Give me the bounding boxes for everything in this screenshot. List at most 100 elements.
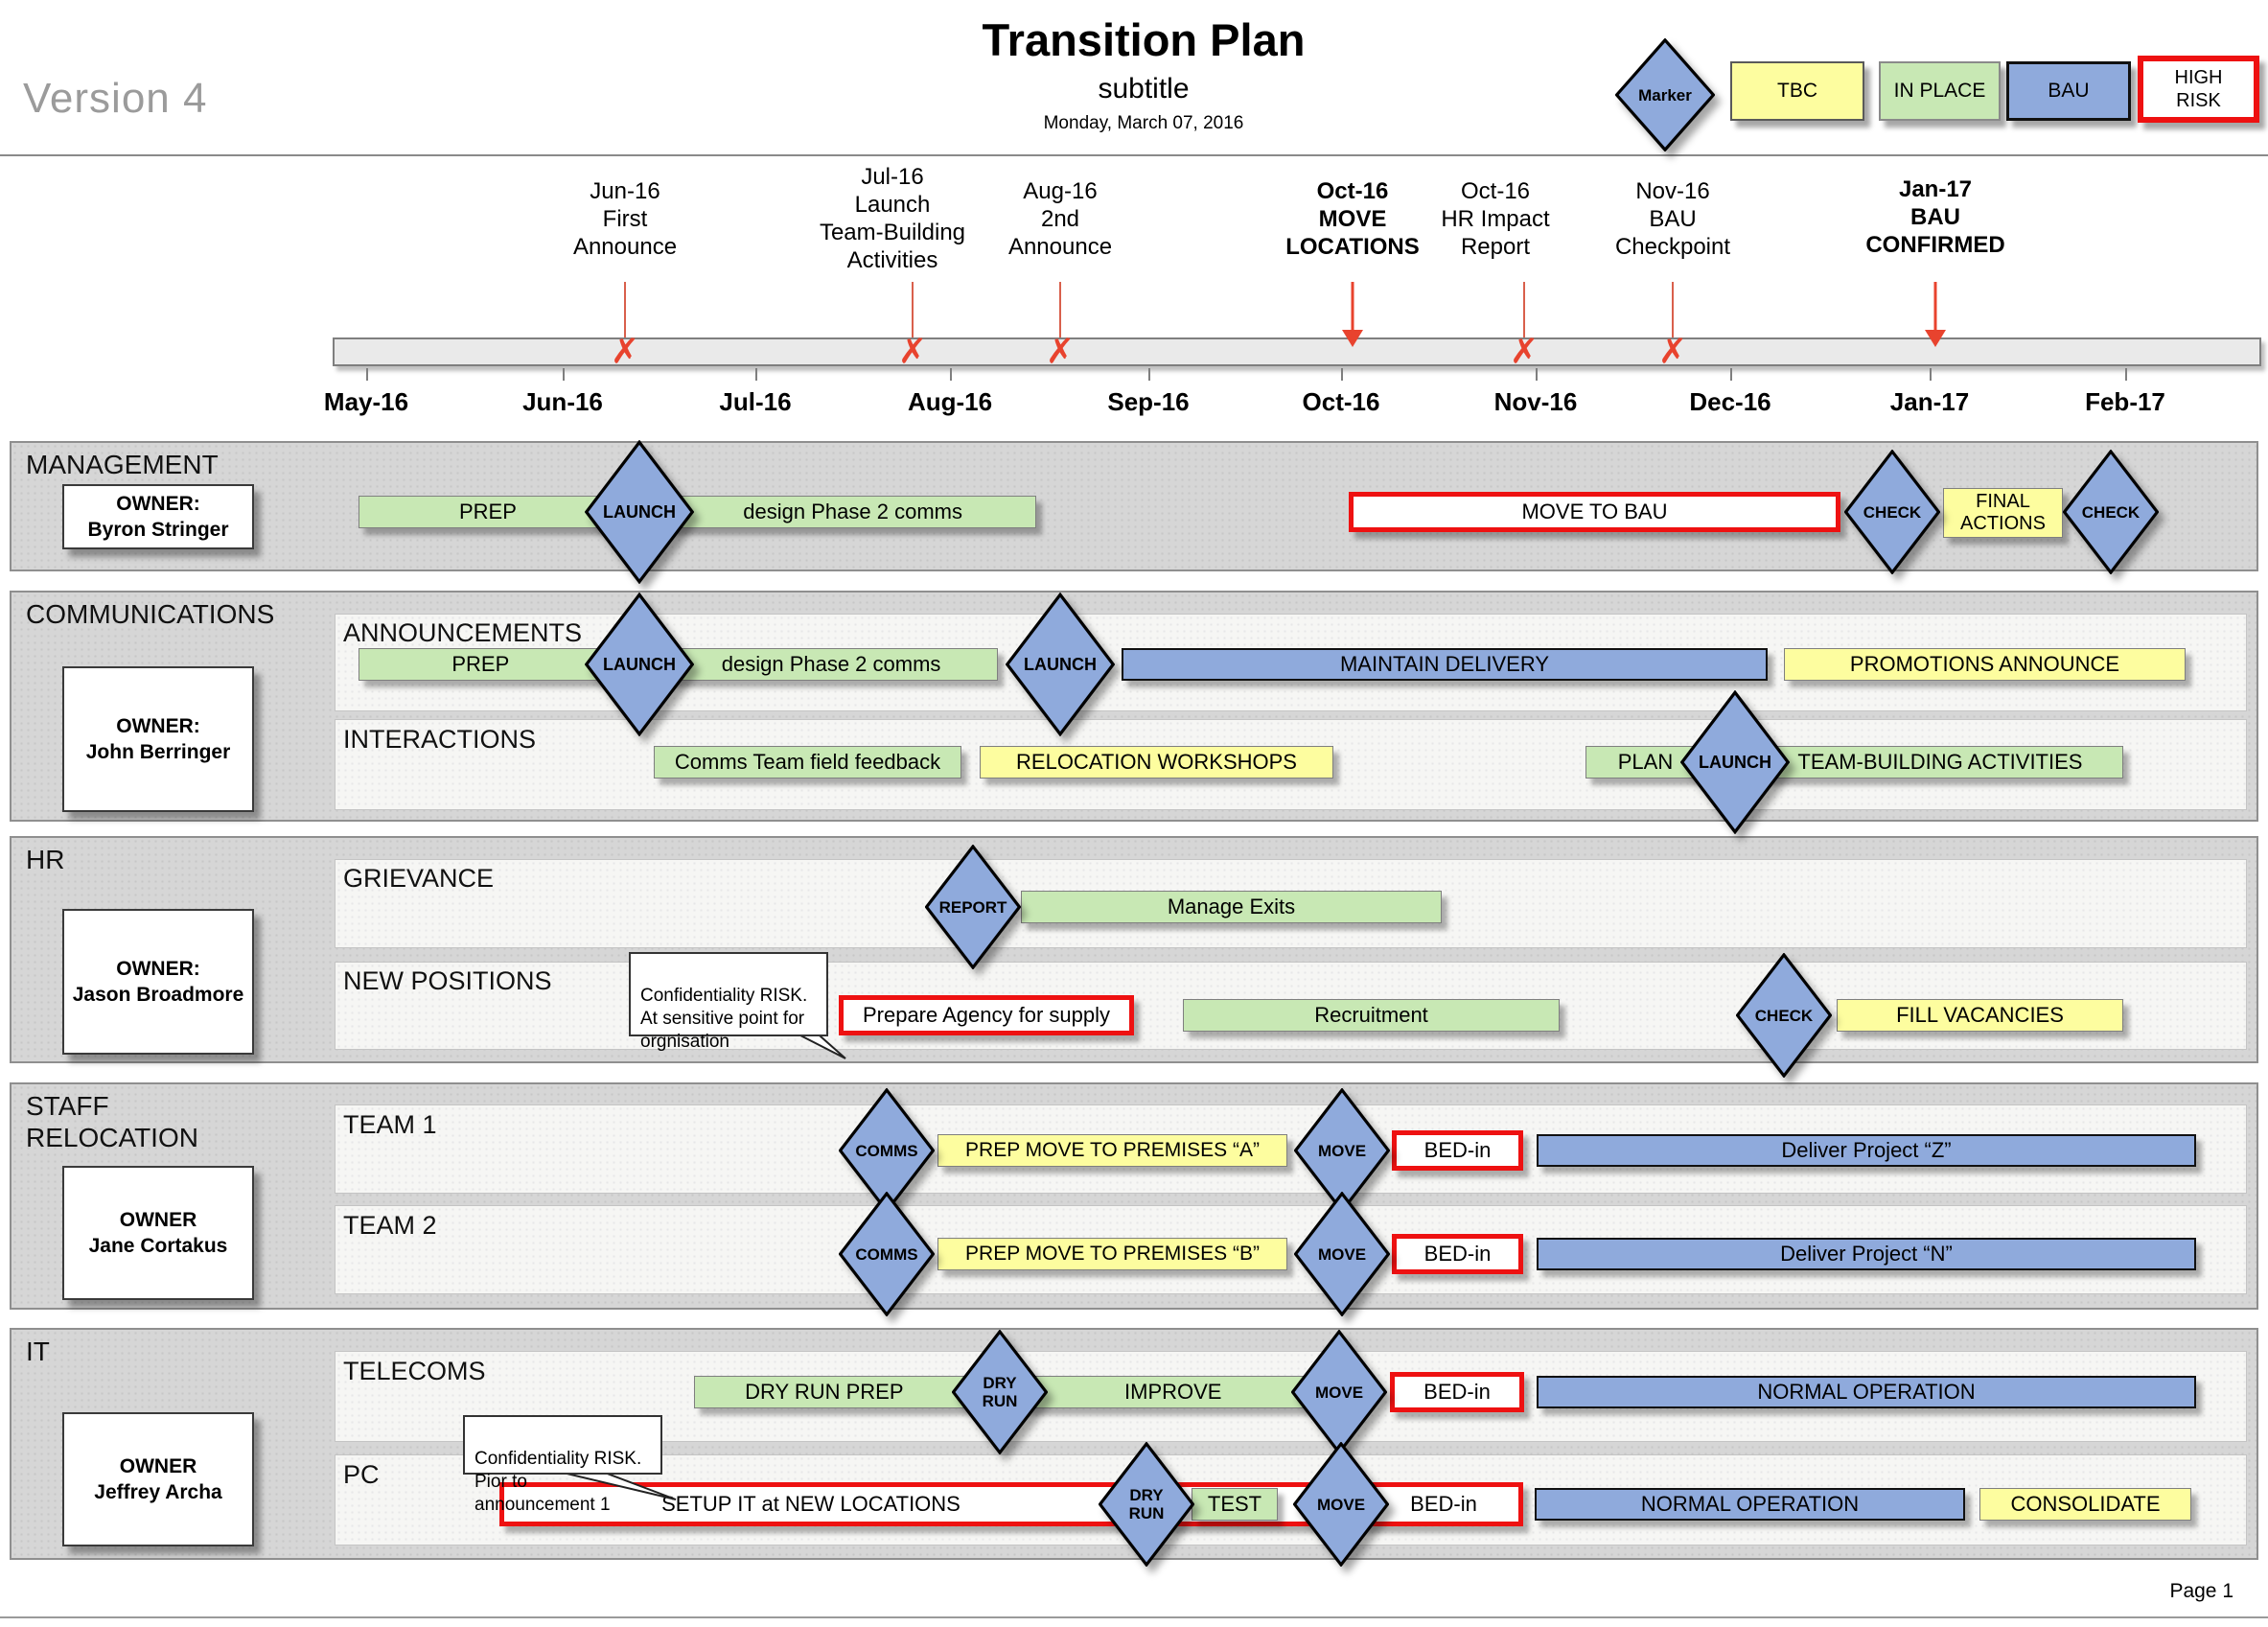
milestone-connector <box>624 282 626 337</box>
diamond-shape-icon <box>1680 690 1790 834</box>
month-label: May-16 <box>323 387 409 416</box>
milestone-bau-confirmed: Jan-17 BAU CONFIRMED <box>1865 176 2005 258</box>
recruitment-bar[interactable]: Recruitment <box>1183 999 1560 1032</box>
month-label: Oct-16 <box>1302 387 1380 416</box>
relocation-workshops-bar[interactable]: RELOCATION WORKSHOPS <box>980 746 1333 779</box>
telecoms-dry-run-diamond[interactable]: DRY RUN <box>952 1330 1048 1454</box>
lane-hr-title: HR <box>26 845 65 874</box>
lane-staff-relocation-title: STAFF RELOCATION <box>26 1091 198 1152</box>
milestone-hr-impact-report: Oct-16 HR Impact Report <box>1441 178 1550 260</box>
milestone-x-marker: ✗ <box>1657 332 1688 372</box>
team2-comms-diamond[interactable]: COMMS <box>839 1192 935 1316</box>
it-owner-box[interactable]: OWNER Jeffrey Archa <box>62 1412 254 1546</box>
page-number: Page 1 <box>2169 1580 2233 1602</box>
month-tick <box>755 368 757 381</box>
diamond-shape-icon <box>1844 450 1940 574</box>
milestone-arrow-marker <box>1925 330 1946 347</box>
milestone-x-marker: ✗ <box>610 332 640 372</box>
diamond-shape-icon <box>1006 593 1115 736</box>
management-prep-design-bar[interactable]: PREP design Phase 2 comms <box>359 496 1036 528</box>
milestone-bau-checkpoint: Nov-16 BAU Checkpoint <box>1614 178 1731 260</box>
manage-exits-bar[interactable]: Manage Exits <box>1021 891 1442 923</box>
staff-relocation-owner-box[interactable]: OWNER Jane Cortakus <box>62 1166 254 1300</box>
month-tick <box>1730 368 1732 381</box>
month-label: Jan-17 <box>1889 387 1970 416</box>
page-title: Transition Plan <box>982 14 1306 65</box>
prepare-agency-bar[interactable]: Prepare Agency for supply <box>839 995 1134 1035</box>
comms-team-feedback-bar[interactable]: Comms Team field feedback <box>654 746 961 779</box>
management-check1-diamond[interactable]: CHECK <box>1844 450 1940 574</box>
plan-team-building-bar[interactable]: PLAN TEAM-BUILDING ACTIVITIES <box>1585 746 2123 779</box>
milestone-x-marker: ✗ <box>1045 332 1076 372</box>
month-label: Aug-16 <box>907 387 993 416</box>
telecoms-bed-in-box[interactable]: BED-in <box>1390 1372 1524 1412</box>
pc-test-bar[interactable]: TEST <box>1192 1488 1278 1521</box>
milestone-x-marker: ✗ <box>1509 332 1539 372</box>
legend-high-risk[interactable]: HIGH RISK <box>2138 56 2259 123</box>
communications-owner-box[interactable]: OWNER: John Berringer <box>62 666 254 812</box>
month-label: Jul-16 <box>719 387 792 416</box>
milestone-connector <box>912 282 914 337</box>
page-date: Monday, March 07, 2016 <box>1043 113 1244 133</box>
management-owner-box[interactable]: OWNER: Byron Stringer <box>62 484 254 549</box>
milestone-arrow-marker <box>1342 330 1363 347</box>
new-positions-check-diamond[interactable]: CHECK <box>1736 953 1832 1078</box>
milestone-connector <box>1672 282 1674 337</box>
grievance-title: GRIEVANCE <box>343 864 495 893</box>
team1-deliver-bar[interactable]: Deliver Project “Z” <box>1537 1134 2196 1167</box>
hr-owner-box[interactable]: OWNER: Jason Broadmore <box>62 909 254 1055</box>
milestone-connector <box>1933 282 1937 330</box>
month-tick <box>2125 368 2127 381</box>
management-check2-diamond[interactable]: CHECK <box>2063 450 2159 574</box>
team2-bed-in-box[interactable]: BED-in <box>1392 1234 1523 1274</box>
diamond-shape-icon <box>1615 38 1715 151</box>
announcements-launch1-diamond[interactable]: LAUNCH <box>585 593 694 736</box>
fill-vacancies-bar[interactable]: FILL VACANCIES <box>1837 999 2123 1032</box>
telecoms-move-diamond[interactable]: MOVE <box>1291 1330 1387 1454</box>
pc-consolidate-bar[interactable]: CONSOLIDATE <box>1979 1488 2191 1521</box>
grievance-report-diamond[interactable]: REPORT <box>925 845 1021 969</box>
milestone-first-announce: Jun-16 First Announce <box>572 178 678 260</box>
pc-risk-callout[interactable]: Confidentiality RISK. Pior to announceme… <box>463 1415 662 1515</box>
pc-normal-operation-bar[interactable]: NORMAL OPERATION <box>1535 1488 1965 1521</box>
legend-marker-diamond[interactable]: Marker <box>1615 38 1715 151</box>
legend-bau[interactable]: BAU <box>2006 61 2131 121</box>
promotions-announce-bar[interactable]: PROMOTIONS ANNOUNCE <box>1784 648 2186 681</box>
team1-bed-in-box[interactable]: BED-in <box>1392 1130 1523 1171</box>
interactions-launch-diamond[interactable]: LAUNCH <box>1680 690 1790 834</box>
management-final-actions-box[interactable]: FINAL ACTIONS <box>1943 488 2063 538</box>
management-launch-diamond[interactable]: LAUNCH <box>585 440 694 584</box>
milestone-x-marker: ✗ <box>897 332 928 372</box>
hr-risk-callout[interactable]: Confidentiality RISK. At sensitive point… <box>629 952 828 1052</box>
diamond-shape-icon <box>1736 953 1832 1078</box>
diamond-shape-icon <box>2063 450 2159 574</box>
team1-prep-move-bar[interactable]: PREP MOVE TO PREMISES “A” <box>937 1134 1287 1167</box>
diamond-shape-icon <box>585 440 694 584</box>
milestone-2nd-announce: Aug-16 2nd Announce <box>1007 178 1113 260</box>
legend-in-place[interactable]: IN PLACE <box>1879 61 2001 121</box>
team2-move-diamond[interactable]: MOVE <box>1294 1192 1390 1316</box>
lane-it-title: IT <box>26 1336 50 1366</box>
milestone-connector <box>1523 282 1525 337</box>
page-subtitle: subtitle <box>1098 73 1190 105</box>
team2-prep-move-bar[interactable]: PREP MOVE TO PREMISES “B” <box>937 1238 1287 1270</box>
pc-dry-run-diamond[interactable]: DRY RUN <box>1099 1442 1194 1567</box>
pc-move-diamond[interactable]: MOVE <box>1293 1442 1389 1567</box>
milestone-connector <box>1351 282 1354 330</box>
footer-divider <box>0 1616 2268 1618</box>
header-divider <box>0 154 2268 156</box>
team1-title: TEAM 1 <box>343 1110 437 1139</box>
team2-deliver-bar[interactable]: Deliver Project “N” <box>1537 1238 2196 1270</box>
telecoms-normal-operation-bar[interactable]: NORMAL OPERATION <box>1537 1376 2196 1408</box>
maintain-delivery-bar[interactable]: MAINTAIN DELIVERY <box>1122 648 1768 681</box>
milestone-move-locations: Oct-16 MOVE LOCATIONS <box>1285 178 1420 260</box>
management-move-to-bau-bar[interactable]: MOVE TO BAU <box>1349 492 1840 532</box>
month-tick <box>950 368 952 381</box>
diamond-shape-icon <box>1294 1192 1390 1316</box>
month-tick <box>563 368 565 381</box>
announcements-title: ANNOUNCEMENTS <box>343 618 583 647</box>
month-label: Feb-17 <box>2085 387 2165 416</box>
announcements-launch2-diamond[interactable]: LAUNCH <box>1006 593 1115 736</box>
legend-tbc[interactable]: TBC <box>1730 61 1864 121</box>
